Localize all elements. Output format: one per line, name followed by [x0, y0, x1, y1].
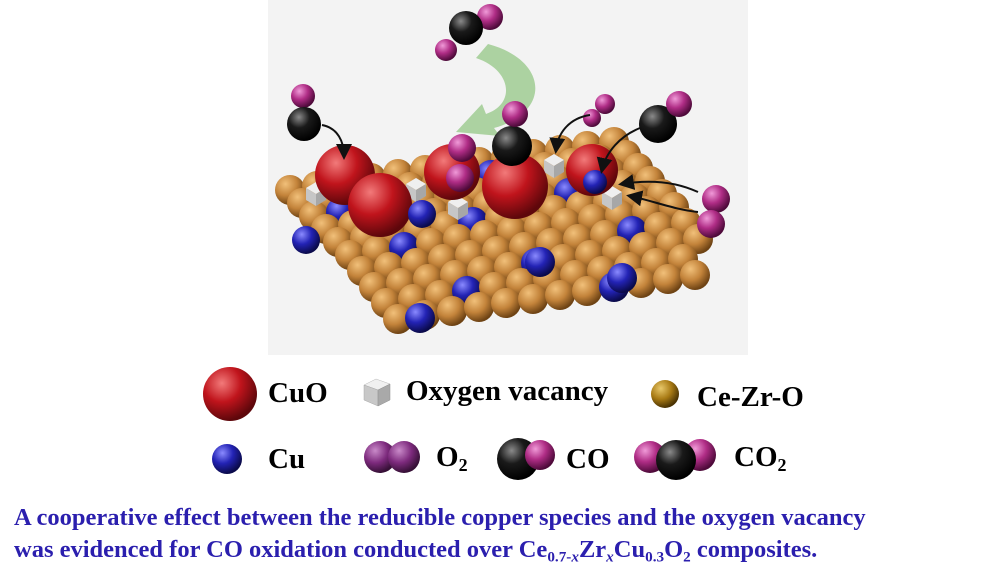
arrow-o2-to-surface [618, 174, 699, 193]
arrow-co-to-cuo [321, 124, 352, 160]
oxygen-vacancy-1 [406, 178, 426, 202]
surface-atoms [275, 127, 713, 334]
o2-atom [697, 210, 725, 238]
ce-zr-o-atom [491, 288, 521, 318]
o2-atom [702, 185, 730, 213]
arrow-o2-to-vacancy [549, 114, 591, 154]
co2-oxygen [448, 134, 476, 162]
co2-subscript: 2 [777, 455, 787, 476]
catalyst-surface-illustration [268, 0, 748, 355]
cuo-cluster [348, 173, 412, 237]
ce-zr-o-atom [545, 280, 575, 310]
cu-atom [292, 226, 320, 254]
oxygen-vacancy-2 [448, 196, 468, 220]
cu-subscript: 0.3 [645, 548, 665, 566]
legend-label-ce-zr-o: Ce-Zr-O [697, 381, 804, 413]
co-oxygen [291, 84, 315, 108]
caption-formula-ce-sub: 0.7-x [547, 548, 579, 565]
cu-legend-icon [212, 444, 242, 474]
legend-label-co2: CO2 [734, 441, 787, 476]
o2-atom [595, 94, 615, 114]
oxygen-vacancy-3 [544, 154, 564, 178]
formula-zr: Zr [578, 536, 607, 563]
zr-subscript: x [606, 548, 614, 565]
gas-molecules [287, 4, 730, 238]
o-subscript: 2 [683, 548, 691, 566]
arrow-co-to-cu [596, 127, 641, 174]
cu-atom [583, 170, 607, 194]
cu-atom [405, 303, 435, 333]
cuo-legend-icon [203, 367, 257, 421]
co2-oxygen [477, 4, 503, 30]
ce-zr-o-atom [572, 276, 602, 306]
co2-molecule-icon [634, 439, 716, 480]
caption-prefix: was evidenced for CO oxidation conducted… [14, 536, 548, 563]
legend-label-oxygen-vacancy: Oxygen vacancy [406, 375, 609, 407]
legend-label-o2: O2 [436, 441, 468, 476]
formula-cu: Cu [613, 536, 646, 563]
adsorption-arrows [321, 114, 699, 213]
legend-label-cu: Cu [268, 443, 306, 475]
ce-zr-o-atom [653, 264, 683, 294]
caption-line-2: was evidenced for CO oxidation conducted… [14, 536, 818, 566]
caption-line-1: A cooperative effect between the reducib… [14, 504, 866, 531]
co2-oxygen [502, 101, 528, 127]
ce-zr-o-atom [464, 292, 494, 322]
cu-atom [607, 263, 637, 293]
arrow-o2-to-surface-2 [626, 190, 699, 213]
zr-subscript-x: x [606, 548, 614, 566]
co-carbon [639, 105, 677, 143]
ce-zr-o-atom [383, 304, 413, 334]
co2-carbon [492, 126, 532, 166]
co2-carbon [449, 11, 483, 45]
co2-oxygen [435, 39, 457, 61]
ce-subscript-x: x [571, 548, 579, 566]
o2-subscript: 2 [458, 455, 468, 476]
legend-label-co: CO [566, 443, 610, 475]
co-oxygen [666, 91, 692, 117]
o2-base: O [436, 441, 459, 473]
formula-o: O [664, 536, 684, 563]
cu-atom [408, 200, 436, 228]
co-carbon [287, 107, 321, 141]
o2-atom [583, 109, 601, 127]
ce-zr-o-atom [437, 296, 467, 326]
o2-molecule-icon [364, 441, 420, 473]
cu-atom [525, 247, 555, 277]
ce-zr-o-atom [518, 284, 548, 314]
oxygen-vacancy-icon [363, 378, 391, 407]
ce-subscript-number: 0.7- [547, 548, 572, 566]
caption-suffix: composites. [690, 536, 818, 563]
co2-oxygen [446, 164, 474, 192]
ce-zr-o-atom [680, 260, 710, 290]
legend-label-cuo: CuO [268, 377, 328, 409]
co-molecule-icon [497, 438, 555, 480]
cuo-cluster [482, 153, 548, 219]
ce-zr-o-legend-icon [651, 380, 679, 408]
co2-base: CO [734, 441, 778, 473]
